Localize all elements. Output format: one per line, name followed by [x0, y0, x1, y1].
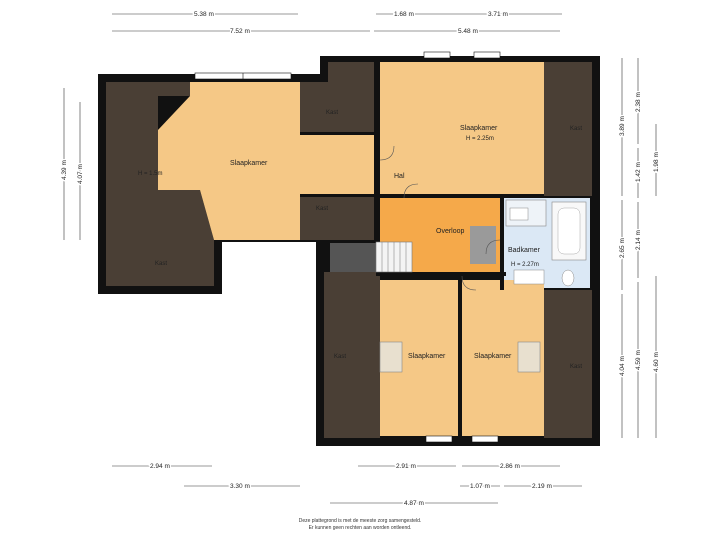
- attic-left-bottom: [106, 240, 214, 286]
- disclaimer: Deze plattegrond is met de meeste zorg s…: [0, 518, 720, 531]
- label-kast: Kast: [316, 206, 328, 212]
- bathroom-fixtures: [505, 199, 587, 287]
- inner-wall: [374, 62, 380, 142]
- room-stairs-dark: [330, 240, 376, 272]
- label-hal: Hal: [394, 173, 405, 180]
- vanity: [513, 269, 545, 285]
- door-swings: [379, 145, 501, 291]
- label-kast: Kast: [326, 110, 338, 116]
- door-swing: [379, 145, 395, 161]
- dim-label: 2.14 m: [635, 230, 642, 250]
- dim-label: 2.19 m: [532, 483, 552, 490]
- sink: [509, 207, 529, 221]
- attic-left-top: [106, 82, 190, 96]
- label-overloop: Overloop: [436, 228, 465, 235]
- label-slaapkamer-br: Slaapkamer: [474, 353, 512, 360]
- inner-walls: [300, 62, 594, 438]
- dim-label: 4.07 m: [77, 164, 84, 184]
- label-badkamer-height: H = 2.27m: [511, 262, 539, 268]
- label-slaapkamer-top-height: H = 2.25m: [466, 136, 494, 142]
- label-kast: Kast: [334, 354, 346, 360]
- dim-label: 4.04 m: [619, 356, 626, 376]
- label-slaapkamer-left: Slaapkamer: [230, 160, 268, 167]
- room-slaapkamer-left: [158, 82, 374, 240]
- window: [423, 51, 451, 59]
- dim-label: 4.87 m: [404, 500, 424, 507]
- window: [425, 435, 453, 443]
- door-swing: [485, 239, 501, 255]
- skylight: [517, 341, 541, 373]
- label-kast: Kast: [570, 364, 582, 370]
- toilet: [561, 269, 575, 287]
- dim-label: 2.94 m: [150, 463, 170, 470]
- inner-wall: [300, 132, 376, 135]
- dim-label: 3.30 m: [230, 483, 250, 490]
- attic-right-strip: [544, 62, 592, 196]
- stairs: [375, 226, 496, 273]
- label-slaapkamer-left-height: H = 1.5m: [138, 171, 163, 177]
- room-labels: Slaapkamer H = 1.5m Slaapkamer H = 2.25m…: [138, 110, 582, 370]
- dim-label: 5.48 m: [458, 28, 478, 35]
- inner-wall: [590, 196, 594, 290]
- label-kast: Kast: [570, 126, 582, 132]
- attic-right-low: [544, 290, 592, 438]
- dim-label: 1.98 m: [653, 152, 660, 172]
- dim-label: 2.86 m: [500, 463, 520, 470]
- inner-wall: [320, 240, 380, 243]
- door-swing: [461, 275, 477, 291]
- window: [473, 51, 501, 59]
- dim-label: 2.91 m: [396, 463, 416, 470]
- dim-label: 4.39 m: [61, 160, 68, 180]
- dimension-lines: [63, 13, 657, 504]
- dim-label: 5.38 m: [194, 11, 214, 18]
- dim-label: 1.68 m: [394, 11, 414, 18]
- attic-bottom-left: [324, 272, 380, 438]
- label-slaapkamer-top: Slaapkamer: [460, 125, 498, 132]
- dimension-labels: 5.38 m 1.68 m 3.71 m 7.52 m 5.48 m 4.39 …: [60, 10, 662, 509]
- inner-wall: [458, 276, 462, 438]
- skylight: [379, 341, 403, 373]
- landing-cabinet: [470, 226, 496, 264]
- disclaimer-line-2: Er kunnen geen rechten aan worden ontlee…: [308, 524, 412, 531]
- attic-zones: [106, 62, 592, 438]
- label-kast: Kast: [155, 261, 167, 267]
- window: [471, 435, 499, 443]
- inner-wall: [380, 194, 544, 198]
- windows: [194, 51, 501, 443]
- inner-wall: [500, 198, 504, 290]
- bathtub-inner: [557, 207, 581, 255]
- attic-left-diag: [158, 190, 214, 240]
- dim-label: 2.38 m: [635, 92, 642, 112]
- skylights: [379, 341, 541, 373]
- attic-top-left-col: [328, 62, 376, 92]
- inner-wall: [376, 272, 506, 276]
- inner-wall: [300, 194, 380, 197]
- dim-label: 4.60 m: [653, 352, 660, 372]
- dim-label: 1.42 m: [635, 162, 642, 182]
- disclaimer-line-1: Deze plattegrond is met de meeste zorg s…: [298, 518, 422, 524]
- dim-label: 4.59 m: [635, 350, 642, 370]
- label-slaapkamer-bl: Slaapkamer: [408, 353, 446, 360]
- dim-label: 3.71 m: [488, 11, 508, 18]
- label-badkamer: Badkamer: [508, 247, 541, 254]
- door-swing: [403, 183, 419, 199]
- dim-label: 7.52 m: [230, 28, 250, 35]
- attic-kast-mid: [300, 196, 374, 240]
- dim-label: 3.89 m: [619, 116, 626, 136]
- room-hal: [380, 144, 432, 198]
- dim-label: 1.07 m: [470, 483, 490, 490]
- dim-label: 2.65 m: [619, 238, 626, 258]
